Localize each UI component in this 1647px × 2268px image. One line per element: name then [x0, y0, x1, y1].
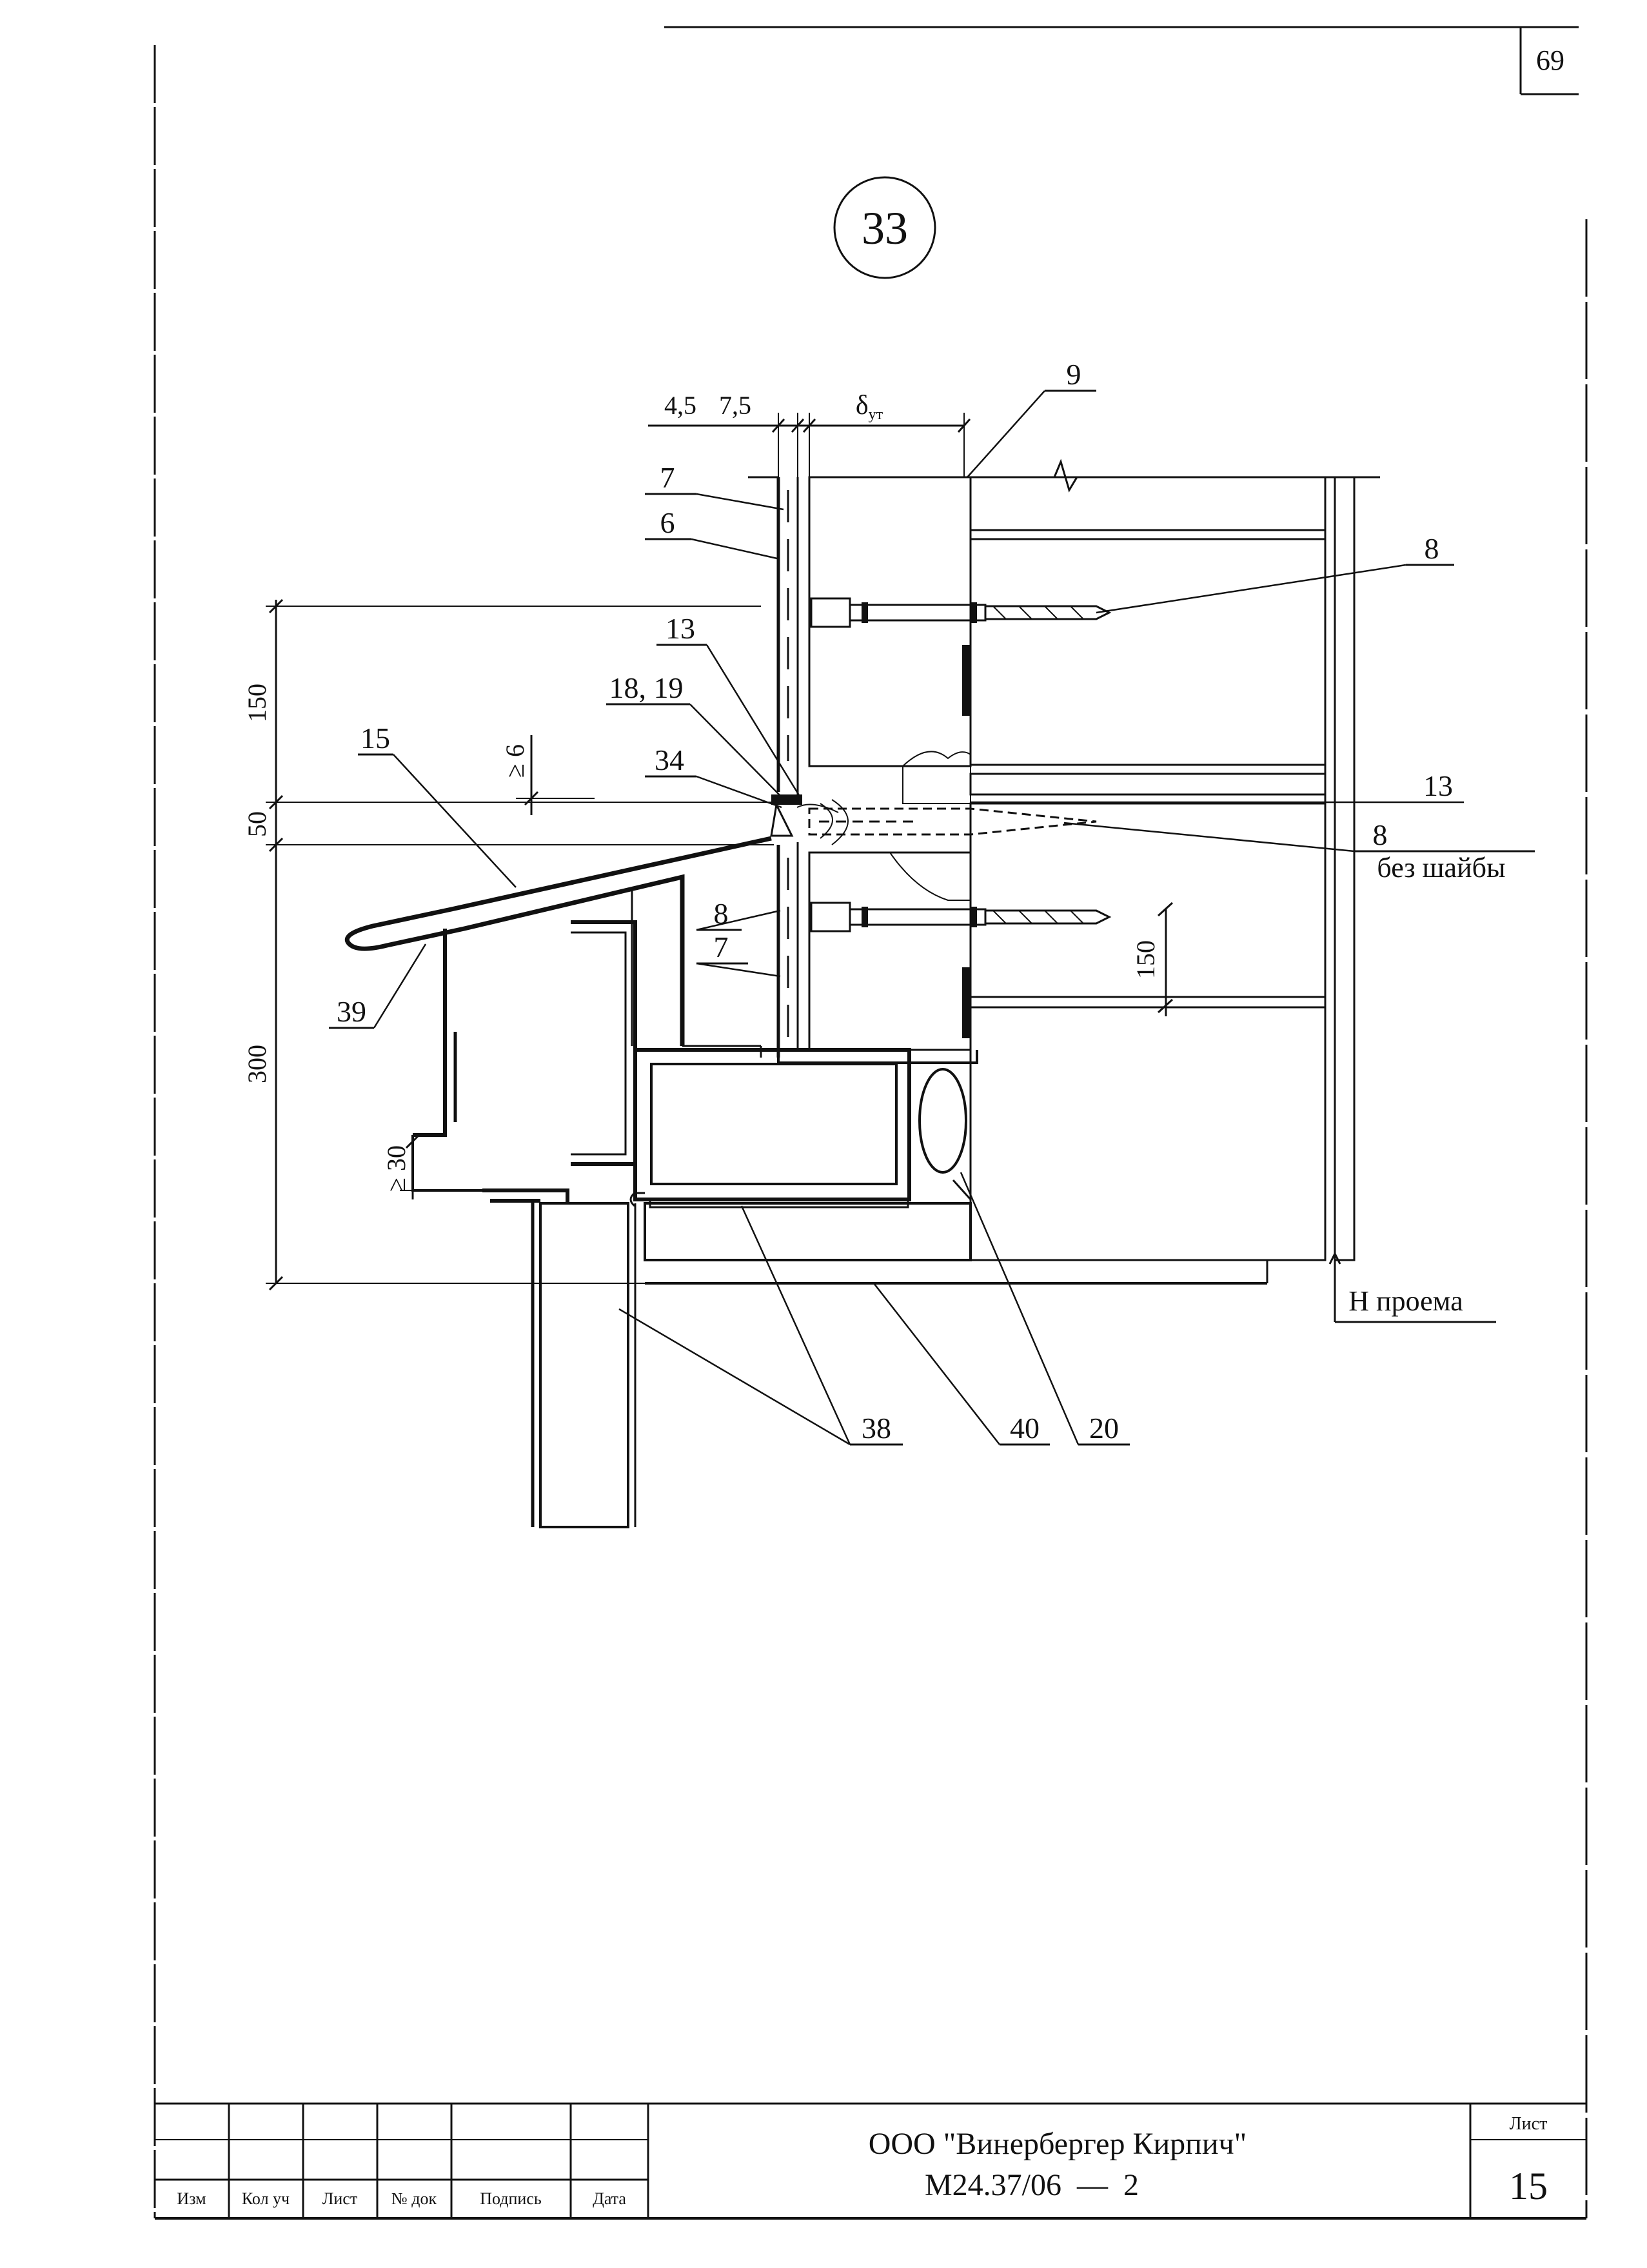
doc-code: М24.37/06 — 2	[925, 2168, 1139, 2202]
col-podpis: Подпись	[480, 2189, 542, 2208]
facade-cladding	[776, 477, 978, 1064]
col-data: Дата	[593, 2189, 626, 2208]
anchors	[808, 597, 1112, 932]
callout-15: 15	[360, 722, 390, 754]
sill-flashing	[344, 836, 772, 1058]
col-kol-uch: Кол уч	[242, 2189, 290, 2208]
title-block: Изм Кол уч Лист № док Подпись Дата ООО "…	[155, 2102, 1586, 2218]
dim-left-300: 300	[242, 1045, 271, 1083]
dim-delta: δ	[856, 391, 869, 420]
dim-4-5: 4,5	[664, 391, 696, 420]
callout-leaders	[329, 390, 1535, 1446]
insulation	[808, 476, 972, 1051]
callout-34: 34	[655, 744, 684, 776]
drip-profile	[411, 929, 502, 1192]
page-number: 69	[1536, 44, 1564, 76]
callout-18-19: 18, 19	[609, 671, 684, 704]
dim-left-150: 150	[242, 684, 271, 722]
sheet-label: Лист	[1510, 2114, 1548, 2134]
dim-right-150: 150	[1131, 940, 1160, 979]
callout-labels: 9 7 6 8 13 18, 19 34 15 13 8 без шайбы 8…	[337, 358, 1506, 1445]
detail-number: 33	[862, 202, 908, 254]
svg-text:δут: δут	[856, 391, 883, 423]
dim-left-50: 50	[242, 811, 271, 837]
callout-9: 9	[1067, 358, 1081, 391]
company-name: ООО "Винербергер Кирпич"	[869, 2127, 1247, 2161]
dim-delta-sub: ут	[869, 406, 883, 423]
col-n-dok: № док	[391, 2189, 437, 2208]
callout-no-washer: без шайбы	[1377, 852, 1505, 883]
col-izm: Изм	[177, 2189, 206, 2208]
callout-13-left: 13	[666, 612, 695, 645]
sheet-frame	[153, 26, 1588, 2220]
dimension-labels: 4,5 7,5 δут 150 50 300 ≥ 6 ≥ 30 150	[242, 391, 1160, 1192]
callout-8-mid: 8	[714, 897, 729, 930]
wall-masonry	[969, 459, 1380, 1283]
page-number-box: 69	[1519, 27, 1579, 95]
callout-8-top: 8	[1425, 532, 1439, 565]
callout-opening-height: Н проема	[1348, 1285, 1463, 1317]
dimension-lines	[266, 413, 1496, 1323]
window-frame	[482, 920, 911, 1208]
callout-6: 6	[660, 506, 675, 539]
callout-13-right: 13	[1423, 769, 1453, 802]
timber-bead	[644, 1179, 972, 1261]
callout-40: 40	[1010, 1412, 1040, 1445]
callout-7-mid: 7	[714, 931, 729, 963]
callout-20: 20	[1089, 1412, 1119, 1445]
seal-node	[770, 794, 839, 837]
detail-marker: 33	[833, 176, 936, 279]
seal-cord	[918, 1068, 967, 1174]
callout-39: 39	[337, 995, 366, 1028]
dim-7-5: 7,5	[719, 391, 751, 420]
dim-gap-6: ≥ 6	[500, 744, 529, 778]
callout-7-top: 7	[660, 461, 675, 494]
callout-8-right: 8	[1373, 818, 1388, 851]
dim-gap-30: ≥ 30	[382, 1145, 411, 1192]
glazing-panel	[490, 1199, 636, 1528]
col-list: Лист	[322, 2189, 357, 2208]
sheet-number: 15	[1509, 2165, 1548, 2207]
callout-38: 38	[862, 1412, 891, 1445]
